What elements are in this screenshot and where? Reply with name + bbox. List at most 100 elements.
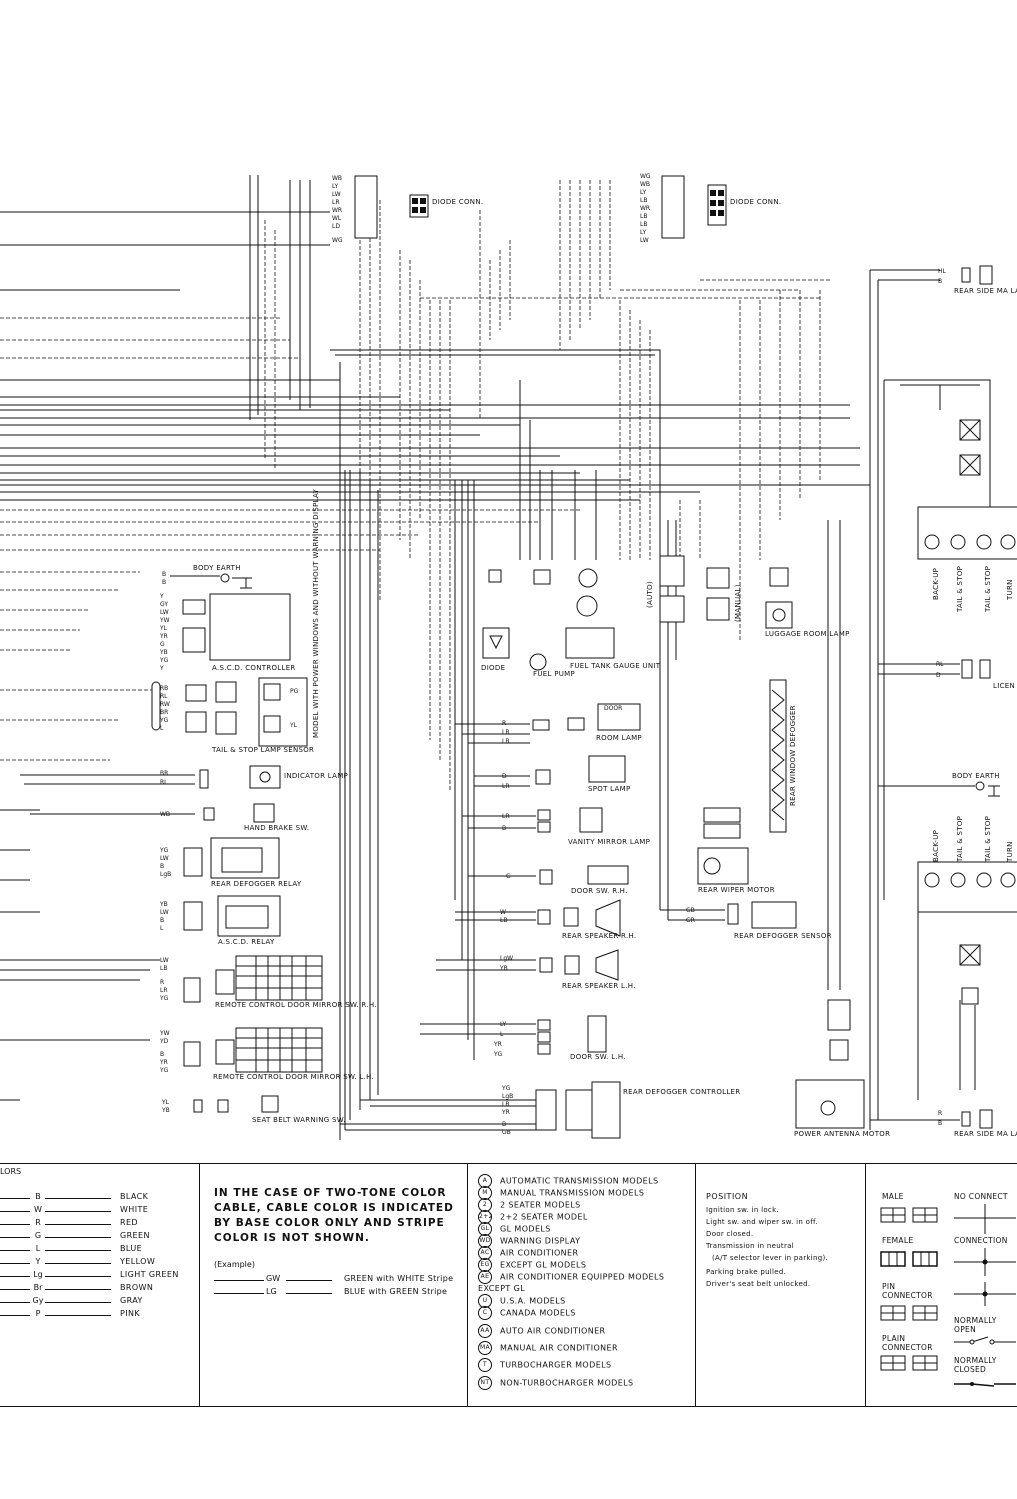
- normally-closed-switch-icon: [954, 1382, 1016, 1387]
- svg-text:YL: YL: [161, 1099, 170, 1106]
- svg-text:LY: LY: [640, 229, 647, 236]
- position-item: Transmission in neutral: [706, 1242, 794, 1250]
- svg-text:B: B: [938, 278, 942, 285]
- svg-text:G: G: [160, 641, 165, 648]
- svg-text:YB: YB: [159, 649, 168, 656]
- svg-text:LB: LB: [502, 1101, 509, 1108]
- note-symbol-icon: NT: [478, 1376, 492, 1390]
- color-code: Lg: [33, 1270, 43, 1279]
- svg-text:YD: YD: [159, 1038, 169, 1045]
- female-connector-icon: [880, 1251, 938, 1267]
- svg-text:LgB: LgB: [160, 871, 171, 878]
- svg-text:B: B: [162, 579, 166, 586]
- note-symbol-icon: T: [478, 1358, 492, 1372]
- diode-fuel-group: DIODE FUEL PUMP FUEL TANK GAUGE UNIT: [481, 568, 661, 678]
- ascd-controller-label: A.S.C.D. CONTROLLER: [212, 664, 296, 672]
- svg-text:YW: YW: [159, 617, 170, 624]
- svg-text:WB: WB: [332, 175, 342, 182]
- position-item: Light sw. and wiper sw. in off.: [706, 1218, 818, 1226]
- rear-window-defogger-label: REAR WINDOW DEFOGGER: [789, 705, 797, 806]
- connector-symbols-panel: MALE FEMALE PIN CONNECTOR PLAIN CONNECTO…: [866, 1164, 1017, 1406]
- color-code: B: [35, 1192, 41, 1201]
- vanity-mirror-label: VANITY MIRROR LAMP: [568, 838, 650, 846]
- position-item: (A/T selector lever in parking).: [712, 1254, 829, 1262]
- rear-speaker-lh-label: REAR SPEAKER L.H.: [562, 982, 636, 990]
- remote-mirror-lh-label: REMOTE CONTROL DOOR MIRROR SW. L.H.: [213, 1073, 374, 1081]
- svg-text:YG: YG: [159, 847, 169, 854]
- note-text: U.S.A. MODELS: [500, 1296, 566, 1306]
- svg-text:LD: LD: [332, 223, 340, 230]
- svg-text:R: R: [938, 1110, 942, 1117]
- tail-stop-label-4: TAIL & STOP: [984, 816, 992, 863]
- pin-connector-icon: [880, 1305, 938, 1321]
- rear-wiper-motor: REAR WIPER MOTOR: [697, 807, 775, 894]
- svg-text:RB: RB: [160, 685, 168, 692]
- spot-lamp-label: SPOT LAMP: [588, 785, 631, 793]
- tail-stop-sensor-label: TAIL & STOP LAMP SENSOR: [211, 746, 314, 754]
- switch-position-panel: POSITION Ignition sw. in lock. Light sw.…: [696, 1164, 866, 1406]
- svg-text:YR: YR: [159, 633, 168, 640]
- seat-belt-sw-label: SEAT BELT WARNING SW.: [252, 1116, 346, 1124]
- rear-wiper-motor-label: REAR WIPER MOTOR: [698, 886, 775, 894]
- male-label: MALE: [882, 1192, 904, 1201]
- svg-text:YG: YG: [493, 1051, 503, 1058]
- ascd-relay-label: A.S.C.D. RELAY: [218, 938, 275, 946]
- rear-side-marker-lh-label: REAR SIDE MA LAMP L.H.: [954, 1130, 1017, 1138]
- color-name: WHITE: [120, 1205, 149, 1214]
- svg-text:PG: PG: [290, 688, 299, 695]
- svg-text:R: R: [160, 979, 164, 986]
- svg-text:WR: WR: [332, 207, 342, 214]
- svg-text:BR: BR: [160, 709, 168, 716]
- svg-text:YR: YR: [159, 1059, 168, 1066]
- svg-text:HL: HL: [938, 268, 947, 275]
- plain-connector-label: PLAIN CONNECTOR: [882, 1334, 933, 1352]
- color-code: G: [34, 1231, 42, 1240]
- svg-text:LB: LB: [502, 738, 509, 745]
- svg-text:D: D: [936, 672, 941, 679]
- note-symbol-icon: MA: [478, 1341, 492, 1355]
- color-code: P: [35, 1309, 41, 1318]
- svg-text:LR: LR: [160, 987, 168, 994]
- body-earth-2-label: BODY EARTH: [952, 772, 1000, 780]
- svg-text:RL: RL: [160, 693, 168, 700]
- svg-text:L: L: [160, 725, 164, 732]
- svg-text:LW: LW: [332, 191, 341, 198]
- color-name: GREEN: [120, 1231, 150, 1240]
- color-code: Gy: [32, 1296, 44, 1305]
- color-name: GRAY: [120, 1296, 143, 1305]
- svg-text:LgW: LgW: [500, 955, 513, 962]
- remote-mirror-rh-label: REMOTE CONTROL DOOR MIRROR SW. R.H.: [215, 1001, 377, 1009]
- position-item: Door closed.: [706, 1230, 754, 1238]
- svg-text:LW: LW: [160, 957, 169, 964]
- indicator-lamp-label: INDICATOR LAMP: [284, 772, 348, 780]
- position-title: POSITION: [706, 1192, 749, 1201]
- color-code: Y: [35, 1257, 41, 1266]
- svg-text:B: B: [938, 1120, 942, 1127]
- note-text: MANUAL AIR CONDITIONER: [500, 1343, 618, 1353]
- svg-text:RL: RL: [160, 779, 168, 786]
- svg-text:B: B: [162, 571, 166, 578]
- rear-side-marker-rh-label: REAR SIDE MA LAMP R.H.: [954, 287, 1017, 295]
- svg-text:GB: GB: [502, 1129, 511, 1136]
- door-sw-lh-label: DOOR SW. L.H.: [570, 1053, 626, 1061]
- svg-text:LB: LB: [640, 213, 647, 220]
- male-connector-icon: [880, 1207, 938, 1223]
